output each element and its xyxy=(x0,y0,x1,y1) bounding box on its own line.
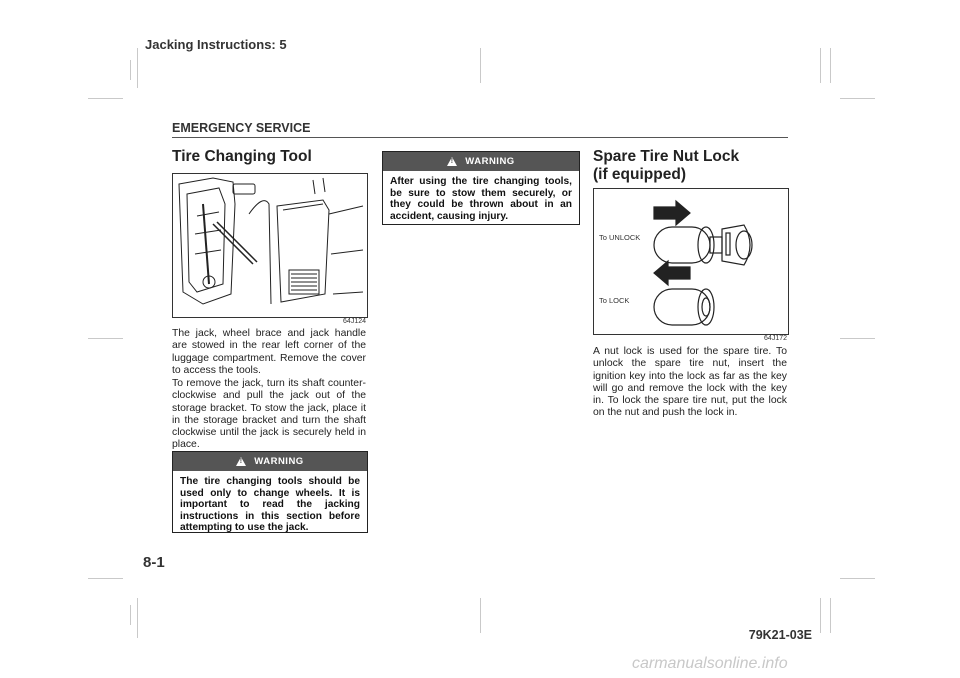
figure-caption: 64J124 xyxy=(343,318,366,325)
crop-mark xyxy=(137,598,138,638)
warning-title: WARNING xyxy=(254,456,304,467)
paragraph: The jack, wheel brace and jack handle ar… xyxy=(172,328,366,376)
crop-mark xyxy=(88,578,123,579)
crop-mark xyxy=(840,338,875,339)
warning-box: WARNING The tire changing tools should b… xyxy=(172,451,368,533)
figure-caption: 64J172 xyxy=(764,335,787,342)
crop-mark xyxy=(840,578,875,579)
crop-mark xyxy=(830,598,831,633)
section-title: EMERGENCY SERVICE xyxy=(172,121,311,135)
crop-mark xyxy=(88,98,123,99)
nut-lock-illustration xyxy=(653,199,753,326)
warning-triangle-icon xyxy=(447,157,458,166)
document-code: 79K21-03E xyxy=(748,628,812,642)
warning-header: WARNING xyxy=(383,152,579,171)
figure-nut-lock xyxy=(593,188,789,335)
figure-tool-storage xyxy=(172,173,368,318)
header-rule xyxy=(172,137,788,138)
warning-box: WARNING After using the tire changing to… xyxy=(382,151,580,225)
crop-mark xyxy=(130,60,131,80)
tool-storage-illustration xyxy=(178,177,364,305)
heading-tire-changing-tool: Tire Changing Tool xyxy=(172,148,312,165)
warning-header: WARNING xyxy=(173,452,367,471)
warning-title: WARNING xyxy=(465,156,515,167)
warning-triangle-icon xyxy=(236,457,247,466)
page-number: 8-1 xyxy=(143,554,165,571)
heading-if-equipped: (if equipped) xyxy=(593,166,686,183)
warning-text: After using the tire changing tools, be … xyxy=(390,176,572,222)
crop-mark xyxy=(137,48,138,88)
label-unlock: To UNLOCK xyxy=(599,233,641,242)
heading-spare-tire-nut-lock: Spare Tire Nut Lock xyxy=(593,148,740,165)
crop-mark xyxy=(830,48,831,83)
crop-mark xyxy=(820,48,821,83)
crop-mark xyxy=(480,598,481,633)
running-title: Jacking Instructions: 5 xyxy=(145,37,287,52)
crop-mark xyxy=(840,98,875,99)
warning-text: The tire changing tools should be used o… xyxy=(180,476,360,534)
crop-mark xyxy=(88,338,123,339)
crop-mark xyxy=(480,48,481,83)
crop-mark xyxy=(820,598,821,633)
watermark: carmanualsonline.info xyxy=(632,655,788,672)
paragraph: A nut lock is used for the spare tire. T… xyxy=(593,346,787,419)
paragraph: To remove the jack, turn its shaft count… xyxy=(172,378,366,451)
label-lock: To LOCK xyxy=(599,296,630,305)
crop-mark xyxy=(130,605,131,625)
